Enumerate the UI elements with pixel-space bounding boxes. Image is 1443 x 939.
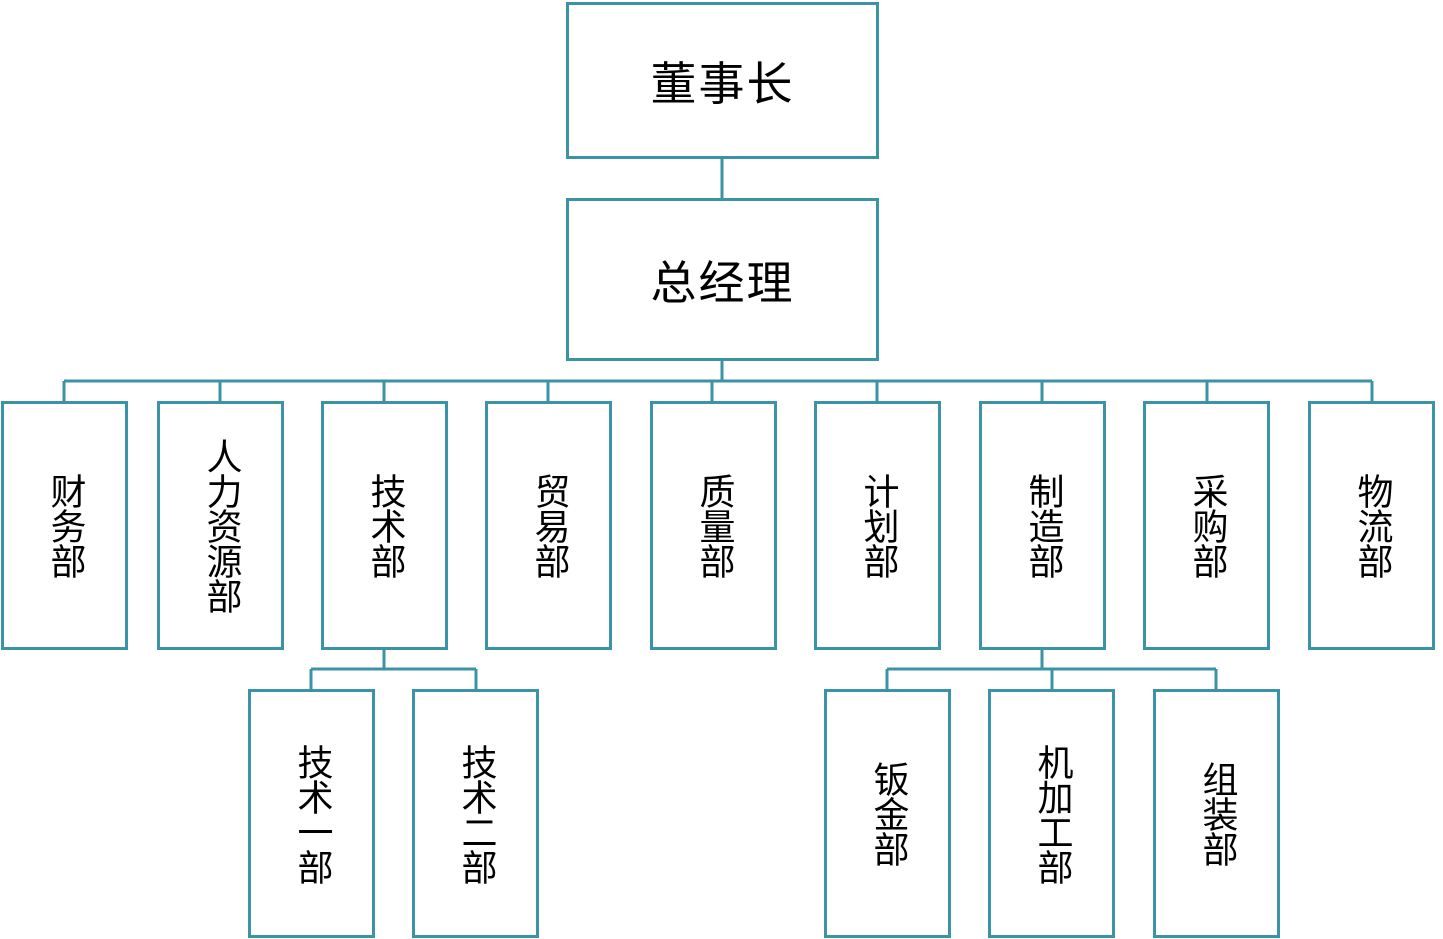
general-manager-label: 总经理 [650, 255, 795, 310]
dept-manufacturing-label: 制造部 [1022, 473, 1064, 578]
chairman-label: 董事长 [650, 56, 795, 111]
tech-unit-1-label: 技术一部 [291, 743, 333, 884]
dept-quality-box: 质量部 [650, 401, 777, 650]
mfg-machining-label: 机加工部 [1031, 743, 1073, 884]
dept-trade-label: 贸易部 [528, 473, 570, 578]
dept-tech-label: 技术部 [364, 473, 406, 578]
general-manager-box: 总经理 [566, 198, 879, 361]
dept-manufacturing-box: 制造部 [979, 401, 1106, 650]
dept-planning-label: 计划部 [857, 473, 899, 578]
dept-logistics-label: 物流部 [1351, 473, 1393, 578]
tech-unit-2-box: 技术二部 [412, 689, 539, 938]
dept-planning-box: 计划部 [814, 401, 941, 650]
mfg-assembly-label: 组装部 [1196, 761, 1238, 866]
dept-trade-box: 贸易部 [485, 401, 612, 650]
dept-tech-box: 技术部 [321, 401, 448, 650]
tech-unit-2-label: 技术二部 [455, 743, 497, 884]
dept-quality-label: 质量部 [693, 473, 735, 578]
mfg-sheet-metal-label: 钣金部 [867, 761, 909, 866]
tech-unit-1-box: 技术一部 [248, 689, 375, 938]
dept-finance-box: 财务部 [1, 401, 128, 650]
dept-hr-box: 人力资源部 [157, 401, 284, 650]
mfg-machining-box: 机加工部 [988, 689, 1115, 938]
mfg-assembly-box: 组装部 [1153, 689, 1280, 938]
dept-finance-label: 财务部 [44, 473, 86, 578]
dept-logistics-box: 物流部 [1308, 401, 1435, 650]
chairman-box: 董事长 [566, 2, 879, 159]
dept-purchasing-box: 采购部 [1143, 401, 1270, 650]
mfg-sheet-metal-box: 钣金部 [824, 689, 951, 938]
dept-purchasing-label: 采购部 [1186, 473, 1228, 578]
dept-hr-label: 人力资源部 [200, 438, 242, 613]
